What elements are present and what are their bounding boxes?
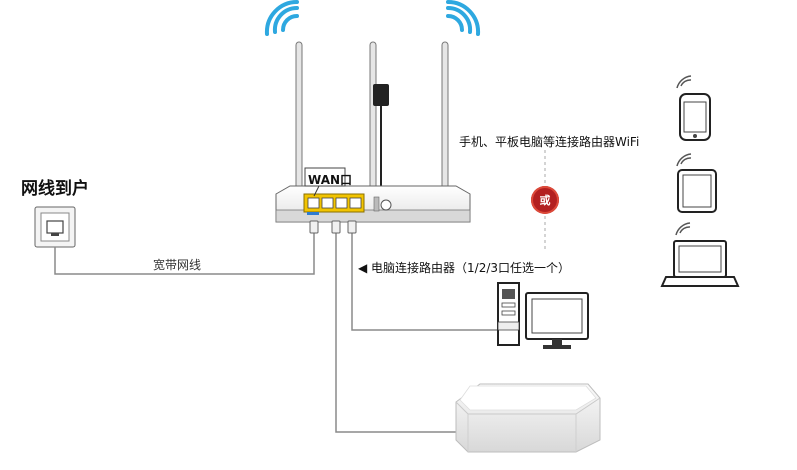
power-adapter-icon (373, 84, 389, 198)
or-badge: 或 (531, 186, 559, 214)
set-top-box-icon (455, 383, 601, 453)
wall-jack-label: 网线到户 (21, 179, 89, 199)
cables (54, 230, 498, 433)
wifi-devices-label: 手机、平板电脑等连接路由器WiFi (459, 135, 640, 149)
desktop-tower-icon (497, 282, 520, 346)
wall-socket-icon (34, 206, 76, 248)
monitor-icon (525, 292, 589, 349)
wan-port-label: WAN口 (308, 173, 353, 187)
phone-icon (676, 75, 711, 141)
wan-label-box (304, 167, 346, 187)
cable-plugs (309, 220, 357, 234)
pc-connection-label: ◀ 电脑连接路由器（1/2/3口任选一个） (358, 261, 571, 275)
router-device (275, 41, 471, 223)
tablet-icon (676, 153, 717, 213)
broadband-cable-label: 宽带网线 (153, 258, 202, 272)
laptop-icon (660, 222, 740, 287)
wifi-signal-icon (264, 0, 481, 36)
